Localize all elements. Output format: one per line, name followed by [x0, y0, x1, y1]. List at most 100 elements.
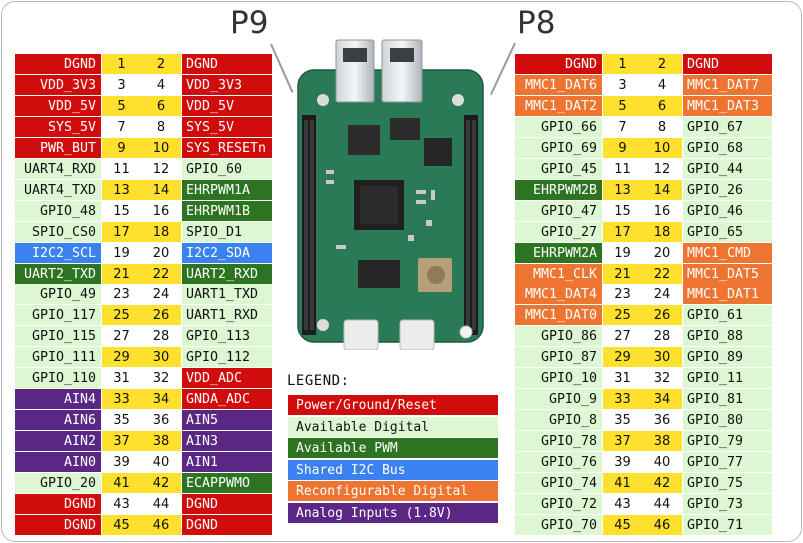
p8-pin-number: 8 [642, 116, 682, 137]
p9-right-signal-label: SYS_RESETn [182, 137, 272, 158]
p8-header-label: P8 [517, 5, 556, 41]
p9-pin-number: 4 [141, 74, 181, 95]
p9-right-signal-label: GPIO_113 [182, 326, 272, 347]
p8-right-signal-label: DGND [683, 54, 772, 74]
legend-item: Available PWM [288, 438, 498, 459]
p9-left-signal-label: AIN4 [15, 389, 101, 410]
p9-right-signal-label: VDD_ADC [182, 368, 272, 389]
p9-pin-number: 45 [102, 514, 141, 535]
p8-pin-number: 20 [642, 242, 682, 263]
p8-right-signal-label: GPIO_68 [683, 137, 772, 158]
p8-right-signal-label: GPIO_11 [683, 368, 772, 389]
p8-pin-number: 18 [642, 221, 682, 242]
p8-left-signal-label: MMC1_CLK [515, 263, 602, 284]
p8-right-signal-label: MMC1_DAT7 [683, 74, 772, 95]
p9-right-signal-label: ECAPPWMO [182, 473, 272, 493]
p8-pin-number: 37 [603, 431, 642, 452]
p9-left-signal-label: GPIO_48 [15, 200, 101, 221]
p8-pin-number: 3 [603, 74, 642, 95]
p9-right-signal-label: I2C2_SDA [182, 242, 272, 263]
p9-pin-number: 9 [102, 137, 141, 158]
p9-pin-number: 16 [141, 200, 181, 221]
p9-pin-number: 40 [141, 452, 181, 473]
p9-pin-number: 31 [102, 368, 141, 389]
p8-pin-number: 11 [603, 158, 642, 179]
p8-pin-number: 31 [603, 368, 642, 389]
p8-right-signal-label: GPIO_88 [683, 326, 772, 347]
p9-pin-number: 25 [102, 305, 141, 326]
p8-left-signal-label: MMC1_DAT2 [515, 95, 602, 116]
p9-pin-number: 34 [141, 389, 181, 410]
p8-right-signal-label: MMC1_DAT3 [683, 95, 772, 116]
p9-right-signal-label: GPIO_112 [182, 347, 272, 368]
p8-left-signal-label: GPIO_8 [515, 410, 602, 431]
p8-left-signal-label: GPIO_72 [515, 493, 602, 514]
p9-left-signal-label: GPIO_20 [15, 473, 101, 493]
p8-right-signal-label: GPIO_73 [683, 493, 772, 514]
p9-pin-number: 28 [141, 326, 181, 347]
p9-pin-number: 42 [141, 473, 181, 493]
p8-pin-number: 32 [642, 368, 682, 389]
p9-pin-number: 22 [141, 263, 181, 284]
p9-left-signal-label: GPIO_115 [15, 326, 101, 347]
p8-pin-number: 43 [603, 493, 642, 514]
p9-left-signal-label: DGND [15, 514, 101, 535]
p9-pin-number: 5 [102, 95, 141, 116]
p8-left-signal-label: GPIO_10 [515, 368, 602, 389]
p8-pin-number: 2 [642, 54, 682, 74]
p8-right-signal-label: GPIO_80 [683, 410, 772, 431]
p8-right-signal-label: GPIO_89 [683, 347, 772, 368]
p9-right-signal-label: EHRPWM1A [182, 179, 272, 200]
p9-right-signal-label: SYS_5V [182, 116, 272, 137]
p8-pin-number: 29 [603, 347, 642, 368]
p9-right-signal-label: SPIO_D1 [182, 221, 272, 242]
p9-left-signal-label: DGND [15, 493, 101, 514]
p9-pin-number: 6 [141, 95, 181, 116]
p8-pin-number: 24 [642, 284, 682, 305]
p9-pin-number: 30 [141, 347, 181, 368]
p8-pin-number: 5 [603, 95, 642, 116]
p9-left-signal-label: I2C2_SCL [15, 242, 101, 263]
p9-left-signal-label: VDD_5V [15, 95, 101, 116]
p8-pin-number: 27 [603, 326, 642, 347]
p9-right-signal-label: UART2_RXD [182, 263, 272, 284]
p8-pin-number: 41 [603, 473, 642, 493]
p9-pin-number: 19 [102, 242, 141, 263]
p9-pin-number: 2 [141, 54, 181, 74]
p9-pin-number: 12 [141, 158, 181, 179]
p8-left-signal-label: GPIO_76 [515, 452, 602, 473]
p8-pin-number: 4 [642, 74, 682, 95]
p9-right-signal-label: UART1_TXD [182, 284, 272, 305]
p9-right-signal-label: VDD_3V3 [182, 74, 272, 95]
p9-pin-number: 46 [141, 514, 181, 535]
p9-pin-number: 1 [102, 54, 141, 74]
p9-right-signal-label: AIN3 [182, 431, 272, 452]
legend-title: LEGEND: [287, 373, 350, 389]
p8-left-signal-label: GPIO_66 [515, 116, 602, 137]
legend-item: Shared I2C Bus [288, 459, 498, 480]
p9-pin-number: 29 [102, 347, 141, 368]
p8-left-signal-label: MMC1_DAT0 [515, 305, 602, 326]
p9-pin-number: 33 [102, 389, 141, 410]
p9-left-signal-label: SYS_5V [15, 116, 101, 137]
p8-pin-number: 17 [603, 221, 642, 242]
